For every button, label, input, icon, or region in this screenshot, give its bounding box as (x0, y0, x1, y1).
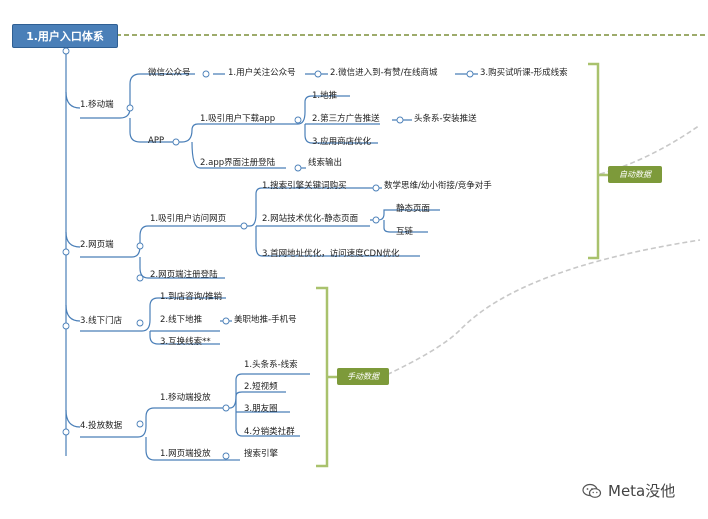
auto-data-tag[interactable]: 自动数据 (608, 166, 662, 183)
web-tech-child-2[interactable]: 互链 (396, 227, 414, 237)
wechat-step-2[interactable]: 2.微信进入到-有赞/在线商城 (330, 68, 438, 78)
branch-offline[interactable]: 3.线下门店 (80, 316, 123, 326)
app-register-node[interactable]: 2.app界面注册登陆 (200, 158, 276, 168)
watermark-text: Meta没他 (608, 482, 676, 500)
manual-data-tag[interactable]: 手动数据 (337, 368, 389, 385)
offline-item-2[interactable]: 2.线下地推 (160, 315, 203, 325)
ads-mobile-node[interactable]: 1.移动端投放 (160, 393, 211, 403)
offline-item-1[interactable]: 1.到店咨询/推销 (160, 292, 222, 302)
branch-ads[interactable]: 4.投放数据 (80, 421, 123, 431)
web-register-node[interactable]: 2.网页端注册登陆 (150, 270, 218, 280)
root-node[interactable]: 1.用户入口体系 (12, 24, 118, 48)
wechat-icon (582, 483, 602, 499)
ads-mobile-child-3[interactable]: 3.朋友圈 (244, 404, 278, 414)
offline-item-3[interactable]: 3.互换线索** (160, 337, 211, 347)
web-cdn-node[interactable]: 3.首网地址优化，访问速度CDN优化 (262, 249, 400, 259)
ads-web-node[interactable]: 1.网页端投放 (160, 449, 211, 459)
ads-mobile-child-2[interactable]: 2.短视频 (244, 382, 278, 392)
web-seo-detail[interactable]: 数学思维/幼小衔接/竞争对手 (384, 181, 492, 191)
app-download-child-1[interactable]: 1.地推 (312, 91, 338, 101)
branch-mobile[interactable]: 1.移动端 (80, 100, 114, 110)
branch-web[interactable]: 2.网页端 (80, 240, 114, 250)
watermark: Meta没他 (582, 480, 675, 501)
web-seo-node[interactable]: 1.搜索引擎关键词购买 (262, 181, 347, 191)
web-tech-child-1[interactable]: 静态页面 (396, 204, 431, 214)
offline-ground-detail[interactable]: 美职地推-手机号 (234, 315, 297, 325)
web-visit-node[interactable]: 1.吸引用户访问网页 (150, 214, 227, 224)
web-tech-node[interactable]: 2.网站技术优化-静态页面 (262, 214, 359, 224)
app-node[interactable]: APP (148, 136, 165, 146)
ads-mobile-child-4[interactable]: 4.分销类社群 (244, 427, 295, 437)
app-download-node[interactable]: 1.吸引用户下载app (200, 114, 276, 124)
ad-push-detail[interactable]: 头条系-安装推送 (414, 114, 477, 124)
ads-mobile-child-1[interactable]: 1.头条系-线索 (244, 360, 298, 370)
wechat-node[interactable]: 微信公众号 (148, 68, 191, 78)
ads-web-detail[interactable]: 搜索引擎 (244, 449, 279, 459)
wechat-step-1[interactable]: 1.用户关注公众号 (228, 68, 296, 78)
wechat-step-3[interactable]: 3.购买试听课-形成线索 (480, 68, 568, 78)
app-download-child-3[interactable]: 3.应用商店优化 (312, 137, 372, 147)
app-download-child-2[interactable]: 2.第三方广告推送 (312, 114, 380, 124)
app-register-detail[interactable]: 线索输出 (308, 158, 343, 168)
